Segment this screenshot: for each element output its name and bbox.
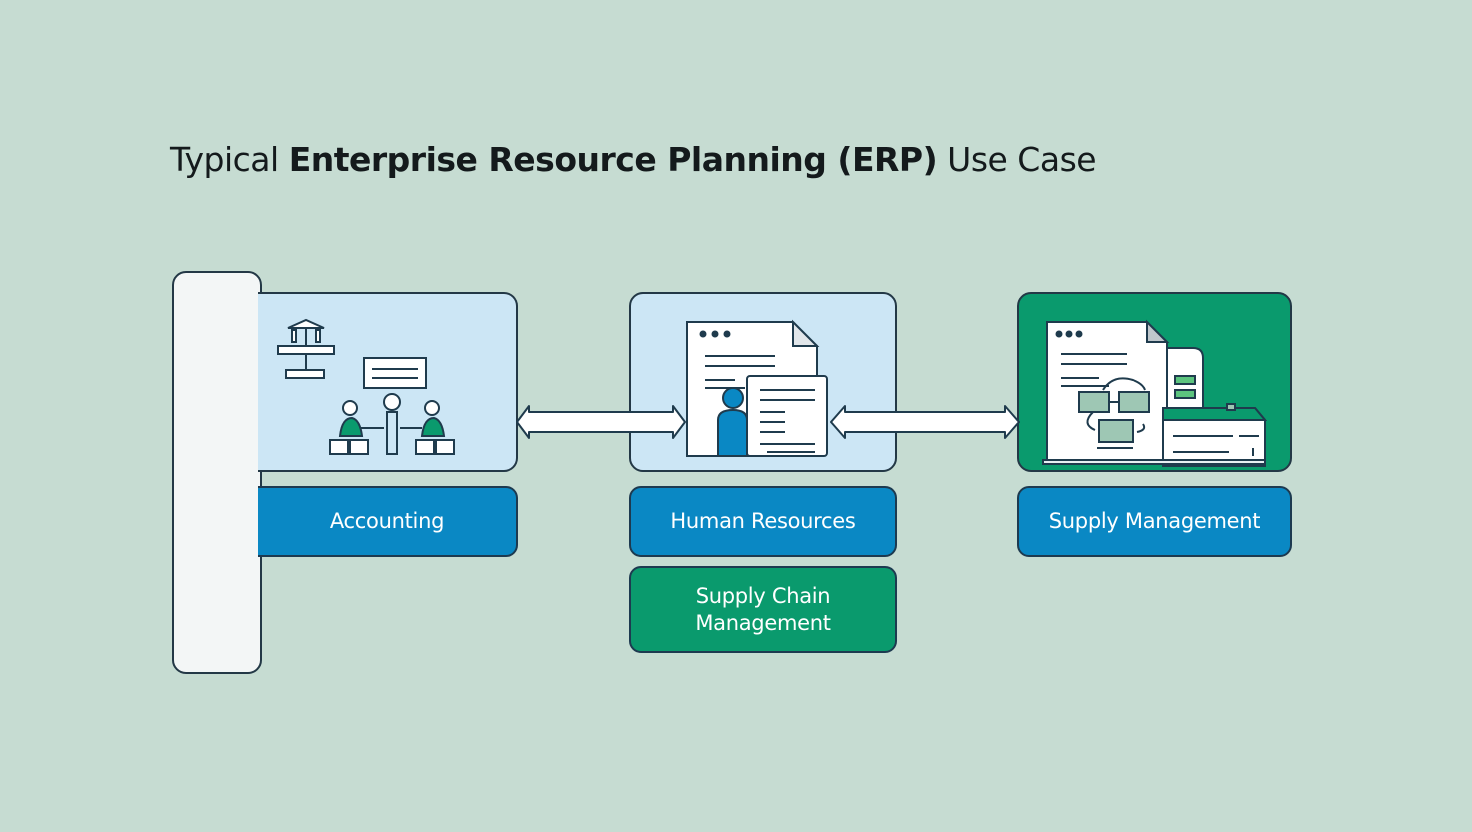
title-bold: Enterprise Resource Planning (ERP) [288, 140, 938, 179]
scm-label-line2: Management [695, 610, 831, 635]
title-prefix: Typical [170, 140, 279, 179]
arrow-hr-supply [830, 405, 1020, 439]
title-suffix: Use Case [947, 140, 1097, 179]
accounting-panel [258, 292, 518, 472]
accounting-label: Accounting [258, 486, 518, 557]
page-title: Typical Enterprise Resource Planning (ER… [170, 140, 1097, 179]
human-resources-panel [629, 292, 897, 472]
arrow-accounting-hr [516, 405, 686, 439]
meeting-accounting-icon [277, 318, 455, 455]
erp-system-sidebar [172, 271, 262, 674]
supply-chain-management-label: Supply Chain Management [629, 566, 897, 653]
employee-document-icon [686, 319, 828, 457]
human-resources-label: Human Resources [629, 486, 897, 557]
supply-workflow-icon [1042, 319, 1268, 467]
supply-management-panel [1017, 292, 1292, 472]
supply-management-label: Supply Management [1017, 486, 1292, 557]
scm-label-line1: Supply Chain [695, 583, 831, 608]
